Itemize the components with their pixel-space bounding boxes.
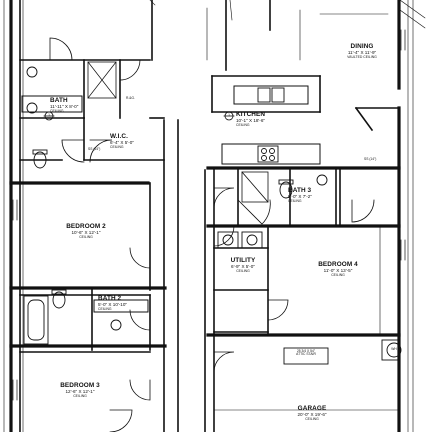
room-label-bath3: BATH 3 5'-0" X 7'-2" CEILING <box>288 187 312 203</box>
toilet-icon <box>32 149 294 309</box>
attic-stair-size: 25 3/4 X 54" <box>296 349 316 353</box>
room-name: BEDROOM 4 <box>318 261 358 268</box>
room-name: DINING <box>350 43 374 50</box>
room-dimensions: 11'-0" X 13'-5" <box>323 267 353 273</box>
room-dimensions: 10'-1" X 18'-6" <box>236 117 266 123</box>
room-label-bedroom3: BEDROOM 3 12'-6" X 12'-1" CEILING <box>60 382 100 398</box>
attic-stair-callout: 25 3/4 X 54" ATTIC STAIR <box>296 349 316 357</box>
room-label-utility: UTILITY 6'-9" X 5'-0" CEILING <box>230 257 256 273</box>
ceiling-note: CEILING <box>98 306 112 311</box>
ceiling-note: VAULTED CEILING <box>347 54 377 59</box>
room-name: BATH 3 <box>288 187 312 194</box>
room-label-bath2: BATH 2 5'-0" X 10'-10" CEILING <box>98 295 128 311</box>
shower-icon <box>87 61 269 203</box>
ss-note-2: SS (14") <box>88 147 101 151</box>
water-heater-box <box>381 339 399 361</box>
ceiling-note: CEILING <box>331 272 345 277</box>
room-dimensions: 11'-4" X 11'-9" <box>347 49 377 55</box>
room-dimensions: 6'-4" X 5'-0" <box>110 139 134 145</box>
room-dimensions: 5'-0" X 10'-10" <box>98 301 128 307</box>
ceiling-note: CEILING <box>236 268 250 273</box>
room-dimensions: 6'-9" X 5'-0" <box>231 263 255 269</box>
exterior-walls <box>9 0 401 432</box>
ceiling-note: CEILING <box>305 416 319 421</box>
room-dimensions: 10'-6" X 12'-1" <box>71 229 101 235</box>
room-label-bedroom2: BEDROOM 2 10'-6" X 12'-1" CEILING <box>66 223 106 239</box>
ceiling-note: CEILING <box>50 108 64 113</box>
room-label-bath: BATH 11'-11" X 8'-0" CEILING <box>50 97 79 113</box>
room-dimensions: 5'-0" X 7'-2" <box>288 193 312 199</box>
room-label-bedroom4: BEDROOM 4 11'-0" X 13'-5" CEILING <box>318 261 358 277</box>
room-dimensions: 20'-0" X 19'-6" <box>297 411 327 417</box>
window-icon <box>12 29 406 401</box>
door-swing-icon <box>49 37 375 432</box>
dryer-icon <box>241 231 263 249</box>
ceiling-note: CEILING <box>236 122 250 127</box>
room-label-garage: GARAGE 20'-0" X 19'-6" CEILING <box>297 405 327 421</box>
ceiling-note: CEILING <box>73 393 87 398</box>
attic-stair-box <box>283 347 329 365</box>
ceiling-note: CEILING <box>110 144 124 149</box>
room-dimensions: 11'-11" X 8'-0" <box>50 103 79 109</box>
room-label-wic: W.I.C. 6'-4" X 5'-0" CEILING <box>110 133 134 149</box>
room-name: W.I.C. <box>110 133 128 140</box>
water-heater-icon <box>386 342 402 358</box>
bath-section-marker: 1 <box>48 113 50 117</box>
interior-walls <box>19 0 400 432</box>
room-name: BATH 2 <box>98 295 122 302</box>
room-name: BATH <box>50 97 68 104</box>
sink-icon <box>26 66 328 331</box>
room-label-kitchen: KITCHEN 10'-1" X 18'-6" CEILING <box>236 111 266 127</box>
refrigerator-label: R.&G. <box>126 96 135 100</box>
kitchen-section-marker: 1 <box>228 113 230 117</box>
room-name: BEDROOM 3 <box>60 382 100 389</box>
range-icon <box>257 145 279 163</box>
ceiling-note: CEILING <box>79 234 93 239</box>
room-name: GARAGE <box>297 405 327 412</box>
dimension-lines <box>3 0 426 432</box>
counters <box>21 85 321 313</box>
water-heater-label: WH <box>391 347 397 351</box>
room-label-dining: DINING 11'-4" X 11'-9" VAULTED CEILING <box>347 43 377 59</box>
bathtub-icon <box>23 295 49 345</box>
ceiling-note: CEILING <box>288 198 302 203</box>
room-dimensions: 12'-6" X 12'-1" <box>65 388 95 394</box>
room-name: UTILITY <box>230 257 256 264</box>
room-name: KITCHEN <box>236 111 266 118</box>
ss-note-1: SS (14") <box>364 157 377 161</box>
room-name: BEDROOM 2 <box>66 223 106 230</box>
section-markers <box>43 111 235 121</box>
attic-stair-label: ATTIC STAIR <box>296 352 316 357</box>
washer-icon <box>217 231 239 249</box>
